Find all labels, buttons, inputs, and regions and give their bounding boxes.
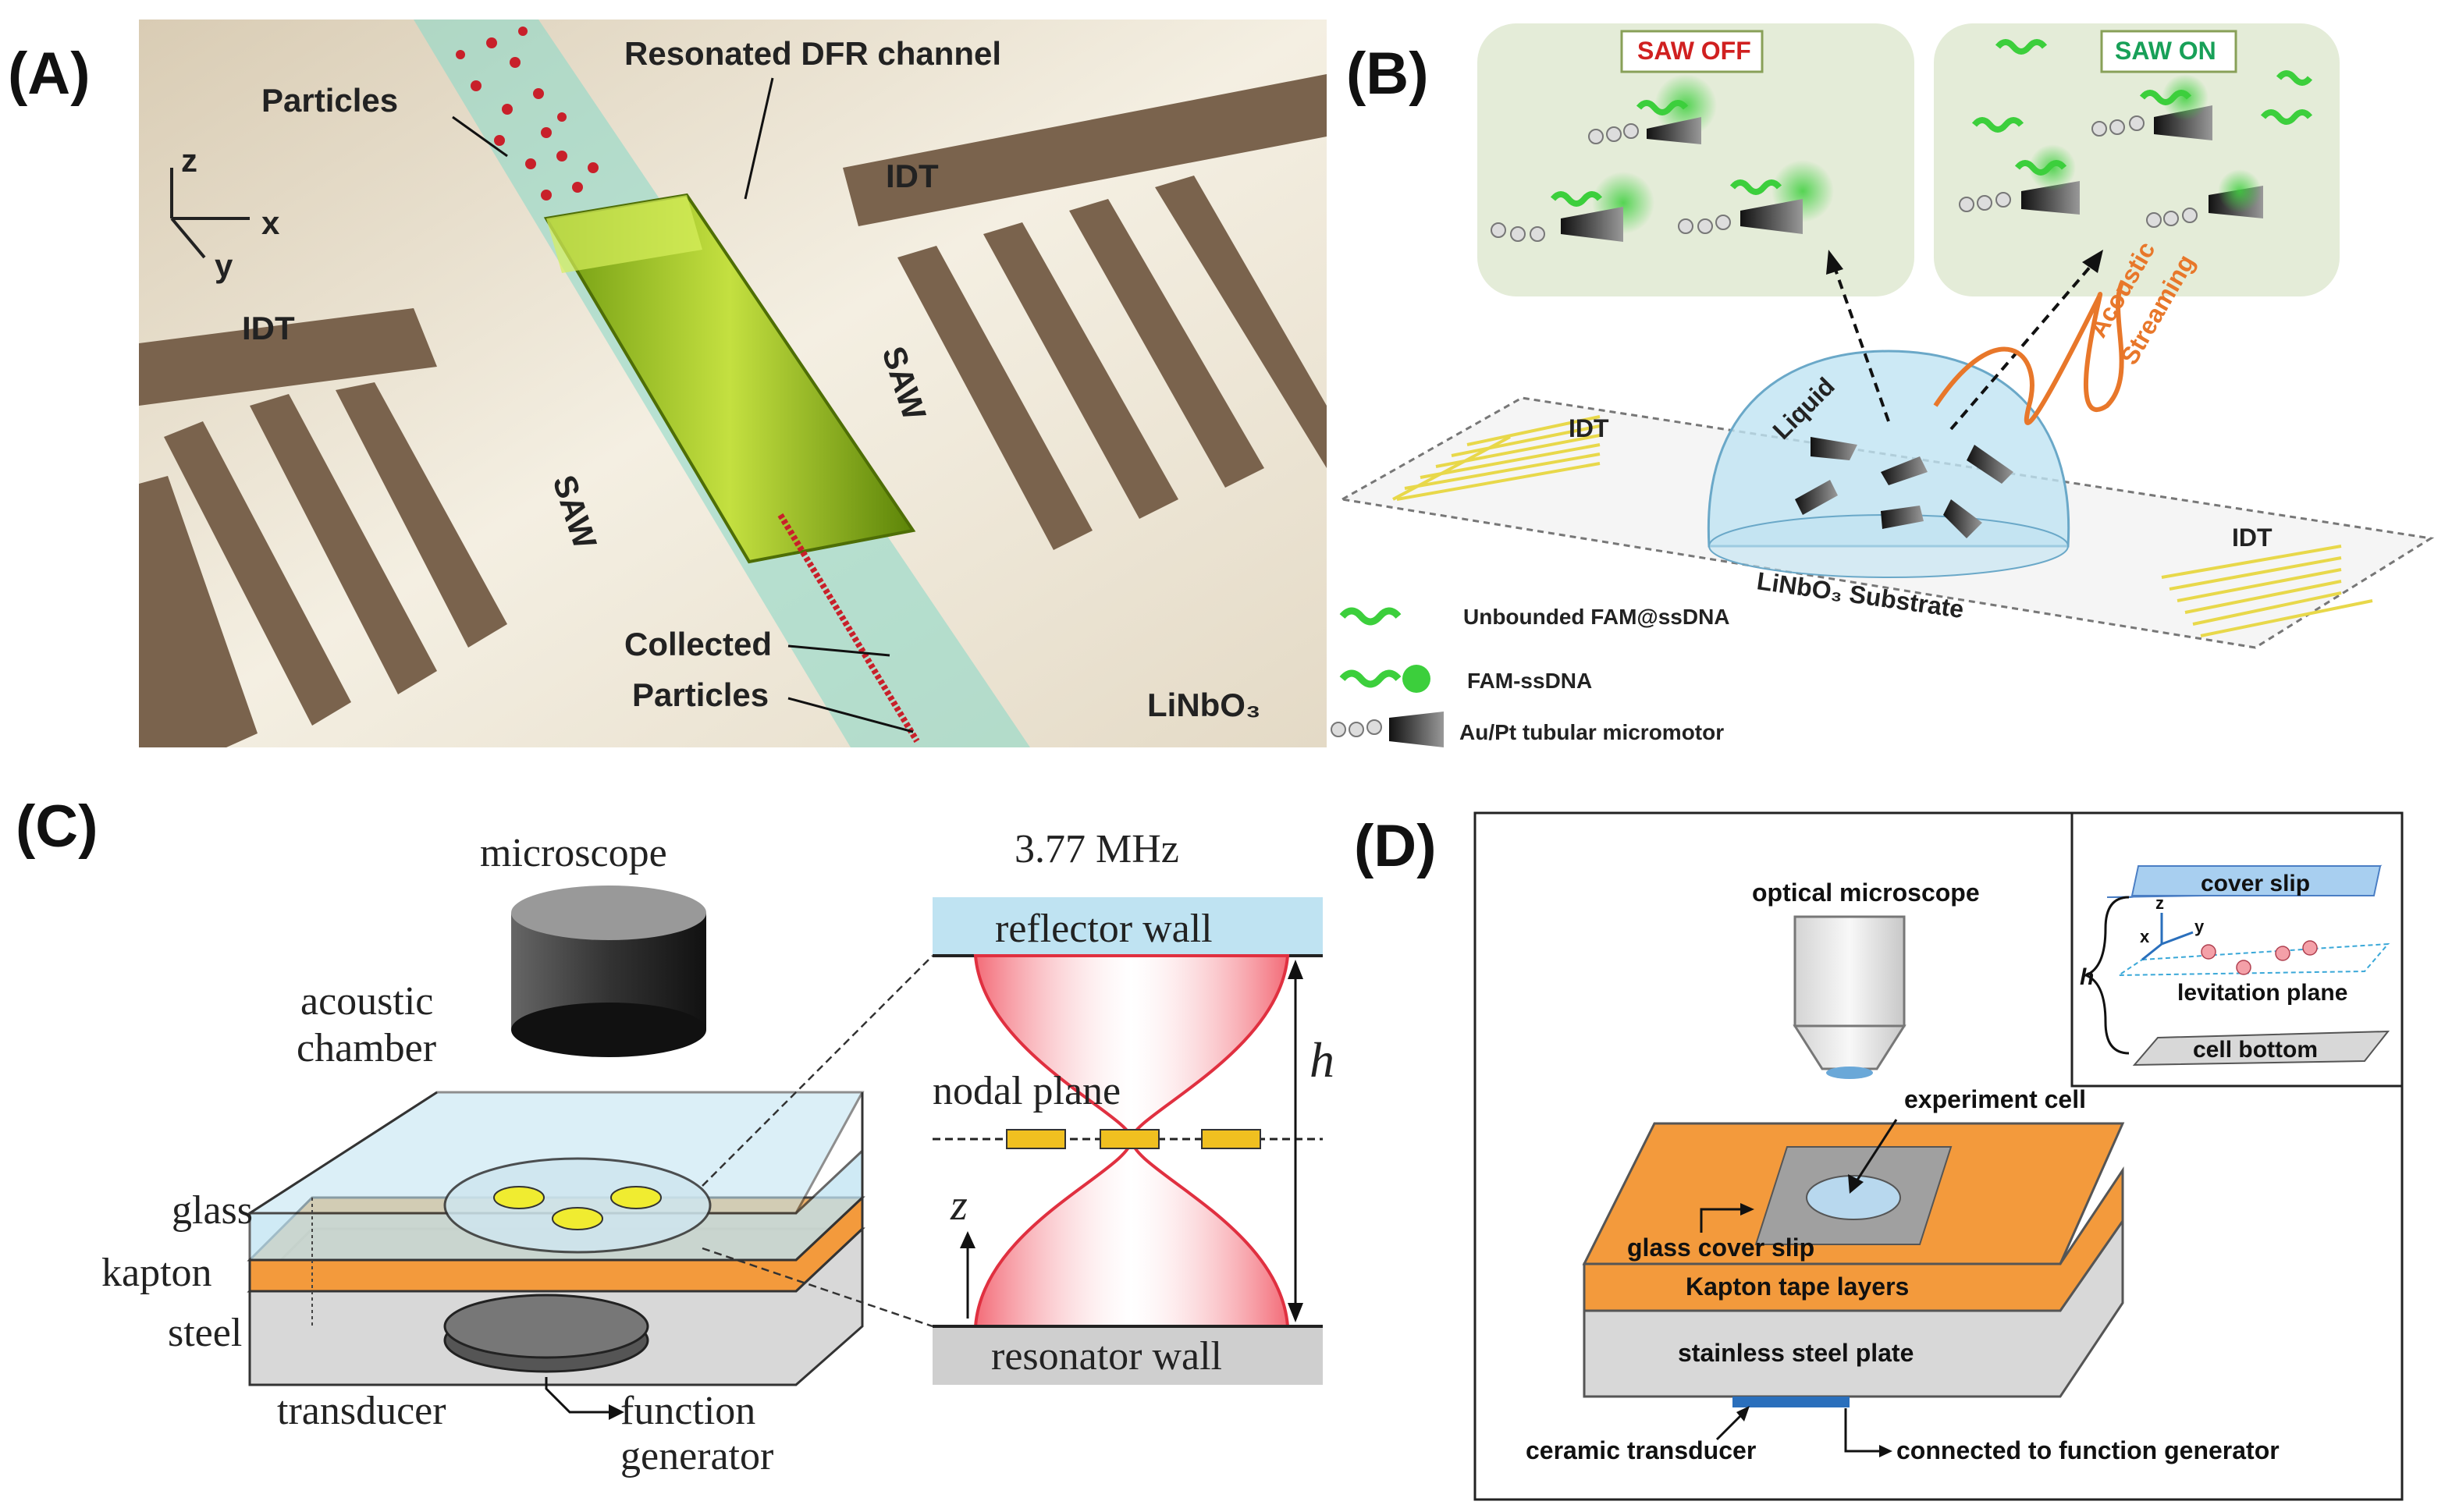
dfr-channel-label: Resonated DFR channel	[624, 35, 1001, 72]
idt-right-label-b: IDT	[2232, 524, 2273, 552]
function-generator-label-d: connected to function generator	[1896, 1436, 2280, 1464]
axes-icon	[170, 168, 250, 259]
frequency-label: 3.77 MHz	[1015, 827, 1179, 871]
inset-cell-bottom	[2132, 1030, 2390, 1067]
resonator-wall-label: resonator wall	[991, 1334, 1222, 1379]
inset-x-label: x	[2140, 927, 2150, 946]
inset-h-label: h	[2080, 964, 2094, 990]
panel-c: (C) microscope acoustic chamber	[16, 793, 1334, 1478]
acoustic-chamber-label-2: chamber	[297, 1026, 436, 1070]
kapton-label: kapton	[101, 1251, 212, 1295]
inset-cover-label: cover slip	[2201, 871, 2310, 896]
particles-cloud	[456, 27, 599, 201]
panel-b-letter: (B)	[1346, 41, 1429, 107]
inset-bottom-label: cell bottom	[2193, 1037, 2318, 1063]
glass-label: glass	[172, 1188, 253, 1233]
idt-right-electrodes	[843, 74, 1327, 550]
panel-d-letter: (D)	[1354, 813, 1437, 879]
experiment-cell-label: experiment cell	[1904, 1085, 2086, 1113]
idt-left-label-b: IDT	[1569, 414, 1609, 442]
micromotors-in-droplet	[1795, 437, 2013, 538]
microscope-cylinder-icon	[511, 886, 706, 1057]
z-label: z	[950, 1181, 968, 1230]
transducer-label: transducer	[277, 1389, 446, 1433]
saw-off-label: SAW OFF	[1637, 37, 1751, 65]
substrate-label-a: LiNbO₃	[1147, 687, 1260, 723]
optical-microscope-icon	[1793, 915, 1907, 1079]
legend-unbounded-icon	[1339, 607, 1402, 626]
inset-y-label: y	[2194, 917, 2205, 936]
stage-block	[1582, 1122, 2125, 1407]
glass-cover-slip-label: glass cover slip	[1627, 1233, 1814, 1262]
collected-particles-line	[777, 513, 920, 744]
reflector-wall	[933, 897, 1323, 956]
inset-axes-icon	[2141, 913, 2194, 961]
micromotor-group-on	[1959, 39, 2313, 228]
panel-b: (B) SAW OFF SAW ON	[1331, 23, 2435, 747]
legend-micromotor-icon	[1331, 712, 1444, 747]
arrow-on	[1949, 264, 2093, 431]
legend-micromotor-label: Au/Pt tubular micromotor	[1459, 720, 1724, 744]
arrow-off	[1832, 264, 1890, 422]
acoustic-chamber-block	[245, 1091, 865, 1386]
collected-label-line2: Particles	[632, 676, 769, 713]
inset-levitation-label: levitation plane	[2177, 980, 2347, 1006]
function-label-2: generator	[620, 1434, 773, 1478]
idt-left-label: IDT	[242, 310, 295, 346]
ceramic-transducer	[1732, 1397, 1850, 1407]
kapton-layers-label: Kapton tape layers	[1686, 1272, 1909, 1301]
legend-unbounded-label: Unbounded FAM@ssDNA	[1463, 605, 1730, 629]
h-label: h	[1310, 1032, 1334, 1088]
ceramic-transducer-label: ceramic transducer	[1526, 1436, 1756, 1464]
idt-left-b	[1392, 415, 1601, 501]
resonator-wall	[933, 1326, 1323, 1385]
saw-on-box	[1934, 23, 2340, 296]
experiment-cell	[1806, 1175, 1901, 1220]
panel-a: (A)	[8, 20, 1327, 747]
panel-c-letter: (C)	[16, 793, 98, 860]
panel-a-letter: (A)	[8, 41, 91, 107]
saw-on-label: SAW ON	[2115, 37, 2216, 65]
acoustic-streaming-wave	[1933, 279, 2125, 425]
legend-fam-ssdna-label: FAM-ssDNA	[1467, 669, 1592, 693]
reflector-wall-label: reflector wall	[995, 907, 1213, 951]
optical-microscope-label: optical microscope	[1752, 878, 1980, 907]
legend-fam-ssdna-icon	[1339, 669, 1402, 688]
micromotor-bound-group-off	[1491, 74, 1834, 242]
axis-y-label: y	[215, 247, 233, 284]
legend-b: Unbounded FAM@ssDNA FAM-ssDNA Au/Pt tubu…	[1331, 605, 1730, 747]
steel-label: steel	[168, 1311, 242, 1355]
idt-right-b	[2161, 545, 2373, 637]
particles-label: Particles	[261, 82, 398, 119]
axis-z-label: z	[181, 142, 197, 179]
idt-right-label: IDT	[886, 158, 939, 194]
acoustic-chamber-label-1: acoustic	[300, 979, 433, 1024]
inset-z-label: z	[2155, 893, 2164, 913]
panel-d: (D) cover slip levitation plane cell bot…	[1354, 811, 2404, 1501]
function-label-1: function	[620, 1389, 755, 1433]
collected-label-line1: Collected	[624, 626, 772, 662]
microscope-label-c: microscope	[480, 831, 667, 875]
steel-plate-label: stainless steel plate	[1678, 1339, 1914, 1367]
nodal-plane-label: nodal plane	[933, 1069, 1121, 1113]
axis-x-label: x	[261, 204, 280, 241]
idt-left-electrodes	[139, 308, 507, 747]
